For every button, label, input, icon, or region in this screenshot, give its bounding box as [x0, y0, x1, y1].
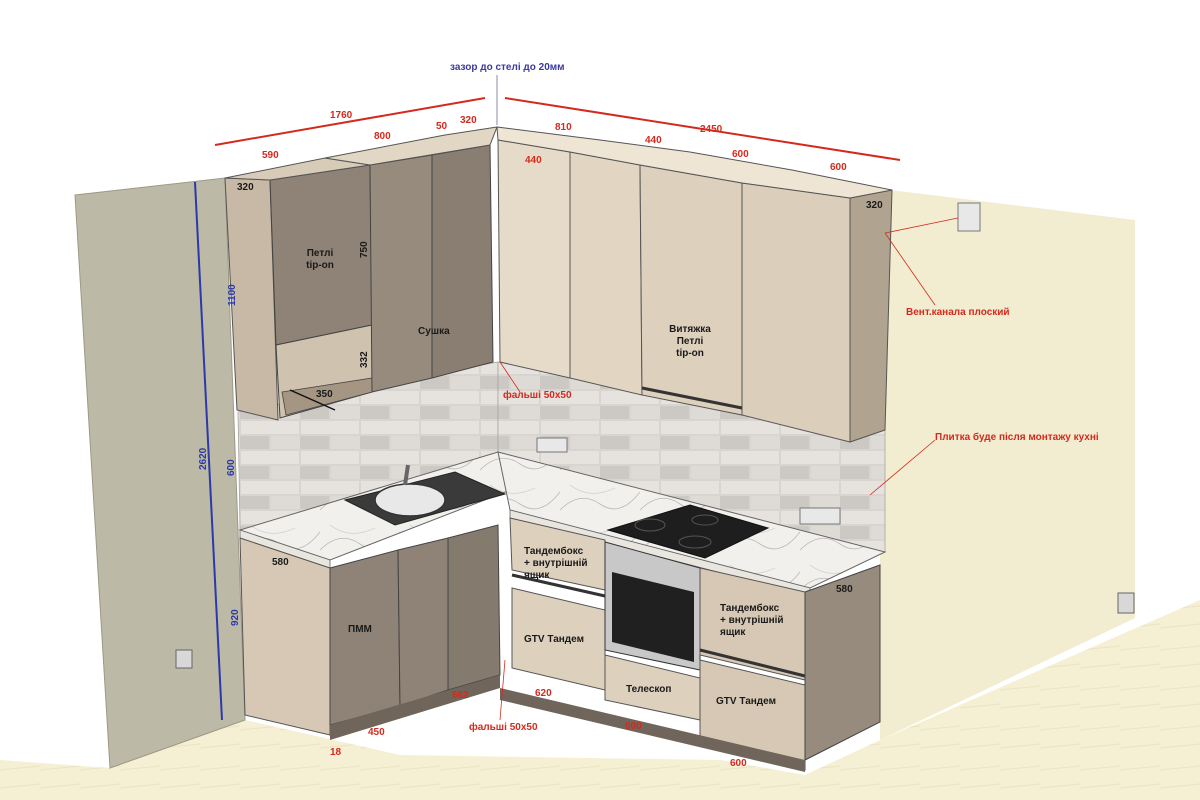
ceiling-gap-note: зазор до стелі до 20мм	[450, 62, 565, 73]
label-dishwasher: ПММ	[348, 624, 372, 635]
dim-upper-810: 810	[555, 122, 572, 133]
floor	[0, 600, 1200, 800]
dim-upper-600b: 600	[830, 162, 847, 173]
dim-upper-600a: 600	[732, 149, 749, 160]
right-wall	[880, 190, 1135, 740]
dim-upper-440a: 440	[525, 155, 542, 166]
label-gtv-left: GTV Тандем	[524, 634, 584, 645]
dim-height-2620: 2620	[198, 447, 209, 470]
dim-height-600: 600	[226, 459, 237, 476]
dim-height-920: 920	[230, 609, 241, 626]
dim-overall-right: 2450	[700, 124, 723, 135]
label-hinges-tipon: Петлі tip-on	[306, 248, 334, 271]
note-filler-upper: фальші 50х50	[503, 390, 572, 401]
note-filler-lower: фальші 50х50	[469, 722, 538, 733]
dim-upper-440b: 440	[645, 135, 662, 146]
dim-base-18: 18	[330, 747, 342, 758]
upper-right-cabinets	[497, 139, 571, 379]
note-tile: Плитка буде після монтажу кухні	[935, 432, 1099, 443]
dim-depth-580-right: 580	[836, 584, 853, 595]
dim-depth-320-right: 320	[866, 200, 883, 211]
dim-upper-50: 50	[436, 121, 448, 132]
dim-niche-350: 350	[316, 389, 333, 400]
dim-base-450: 450	[368, 727, 385, 738]
dim-overall-left: 1760	[330, 110, 353, 121]
dim-height-332: 332	[359, 351, 370, 368]
dim-height-1100: 1100	[227, 284, 238, 306]
label-tandembox-right: Тандембокс + внутрішній ящик	[720, 603, 784, 638]
label-telescope: Телескоп	[626, 684, 672, 695]
label-tandembox-left: Тандембокс + внутрішній ящик	[524, 546, 588, 581]
label-hood: Витяжка Петлі tip-on	[669, 324, 711, 359]
note-vent: Вент.канала плоский	[906, 307, 1010, 318]
dim-depth-580-left: 580	[272, 557, 289, 568]
dim-depth-320-left: 320	[237, 182, 254, 193]
dim-base-600-right: 600	[730, 758, 747, 769]
label-dryer: Сушка	[418, 326, 450, 337]
dim-upper-590: 590	[262, 150, 279, 161]
dim-base-620: 620	[535, 688, 552, 699]
dim-base-662: 662	[452, 690, 469, 701]
dim-base-600-mid: 600	[625, 721, 642, 732]
vent-outlet	[957, 202, 981, 232]
dim-upper-320: 320	[460, 115, 477, 126]
dim-upper-800: 800	[374, 131, 391, 142]
cooktop	[606, 504, 770, 559]
label-gtv-right: GTV Тандем	[716, 696, 776, 707]
dryer-cabinet	[369, 154, 433, 393]
dim-height-750: 750	[359, 241, 370, 258]
